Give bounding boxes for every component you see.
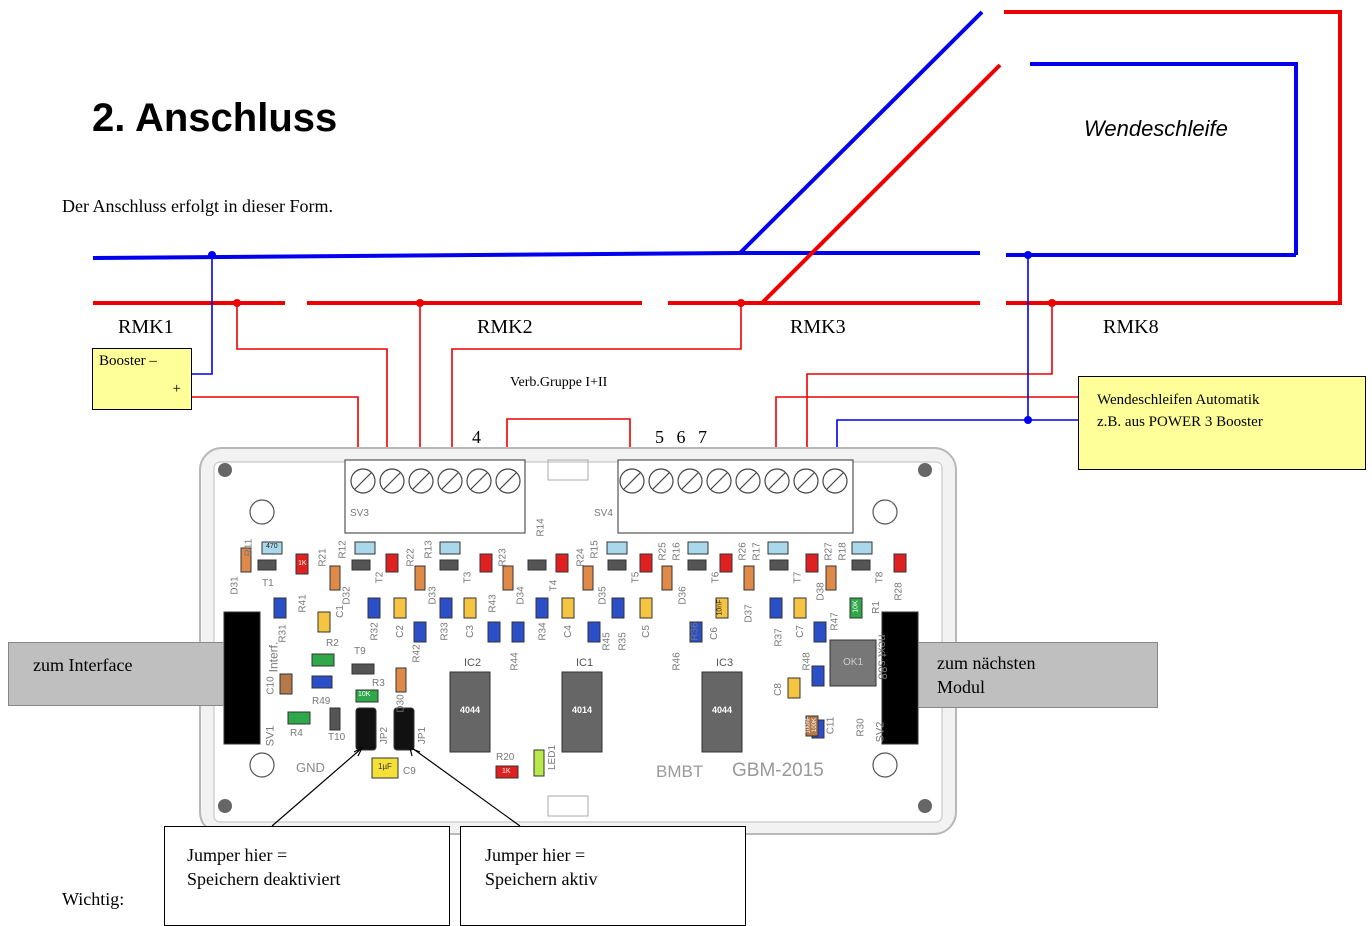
pcb-gnd: GND <box>296 760 325 775</box>
wendeschleifen-automatik-box: Wendeschleifen Automatik z.B. aus POWER … <box>1078 376 1366 470</box>
pcb-jp2: JP2 <box>379 726 391 745</box>
feed-wires-blue <box>192 255 1078 470</box>
intro-text: Der Anschluss erfolgt in dieser Form. <box>62 196 333 216</box>
terminal-block-sv4 <box>617 459 854 534</box>
pcb-led1: LED1 <box>547 744 559 771</box>
verb-gruppe-label: Verb.Gruppe I+II <box>510 375 608 390</box>
jumper-left-line1: Jumper hier = <box>187 845 288 865</box>
next-module-line1: zum nächsten <box>937 653 1036 673</box>
terminal-block-sv3 <box>344 459 526 534</box>
rmk2-label: RMK2 <box>477 316 533 338</box>
red-rail <box>93 10 1342 305</box>
wichtig-label: Wichtig: <box>62 889 125 909</box>
pcb-sv2: SV2 <box>874 721 887 743</box>
pcb-components <box>223 541 919 779</box>
interface-box: zum Interface <box>8 642 224 706</box>
feed-wires-red <box>192 303 1078 470</box>
interface-label: zum Interface <box>33 655 133 675</box>
wendeschleife-label: Wendeschleife <box>1084 116 1228 141</box>
jumper-right-callout: Jumper hier = Speichern aktiv <box>460 826 746 926</box>
rmk1-label: RMK1 <box>118 316 174 338</box>
terminal-number-4: 4 <box>472 427 481 447</box>
blue-rail <box>92 10 1298 260</box>
page-title: 2. Anschluss <box>92 96 338 140</box>
pcb-sv1: SV1 <box>264 725 277 747</box>
pcb-ic1: IC1 <box>576 657 594 669</box>
junction-dots <box>208 251 1056 424</box>
next-module-box: zum nächsten Modul <box>918 642 1158 708</box>
pcb-gbm: GBM-2015 <box>732 760 824 781</box>
next-module-line2: Modul <box>937 677 986 697</box>
pcb-jp1: JP1 <box>417 726 429 745</box>
pcb-sv4: SV4 <box>594 508 613 519</box>
booster-box: Booster – + <box>92 348 192 410</box>
jumper-left-callout: Jumper hier = Speichern deaktiviert <box>164 826 450 926</box>
jumper-callout-arrows <box>271 746 521 827</box>
pcb-ic2-code: 4044 <box>460 705 481 715</box>
pcb-bmbt: BMBT <box>656 762 704 781</box>
wendeschleifen-line1: Wendeschleifen Automatik <box>1097 392 1260 408</box>
pcb-ic3-code: 4044 <box>712 705 733 715</box>
rmk3-label: RMK3 <box>790 316 846 338</box>
pcb-ic1-code: 4014 <box>572 705 593 715</box>
pcb-c9-value: 1µF <box>378 762 392 771</box>
pcb-sv3: SV3 <box>350 508 369 519</box>
wendeschleifen-line2: z.B. aus POWER 3 Booster <box>1097 414 1263 430</box>
pcb-ok1: OK1 <box>843 657 864 668</box>
pcb-ic2: IC2 <box>464 657 482 669</box>
rmk8-label: RMK8 <box>1103 316 1159 338</box>
booster-plus-label: + <box>172 381 181 397</box>
terminal-numbers-5-6-7: 5 6 7 <box>655 427 707 447</box>
pcb-next-s88: next s88 <box>875 634 890 680</box>
jumper-right-line1: Jumper hier = <box>485 845 586 865</box>
booster-minus-label: Booster – <box>99 353 157 369</box>
pcb-interf: Interf. <box>266 641 281 673</box>
pcb-c9: C9 <box>403 766 416 777</box>
jumper-left-line2: Speichern deaktiviert <box>187 869 341 889</box>
pcb-ic3: IC3 <box>716 657 734 669</box>
pcb-r20: R20 <box>496 752 515 763</box>
jumper-right-line2: Speichern aktiv <box>485 869 598 889</box>
